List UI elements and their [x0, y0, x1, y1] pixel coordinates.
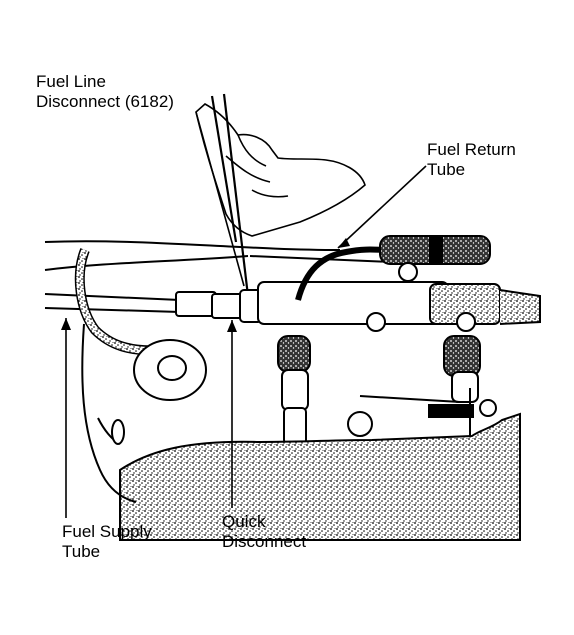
label-fuel-return-tube: Fuel Return Tube	[427, 140, 516, 180]
fuel-injectors	[277, 335, 481, 445]
leader-lines	[65, 111, 427, 518]
mount-bracket	[133, 339, 207, 401]
leader-arrowheads	[61, 238, 350, 332]
label-fuel-line-disconnect: Fuel Line Disconnect (6182)	[36, 72, 174, 112]
pressure-regulator	[379, 235, 491, 282]
label-fuel-supply-tube-line-2: Tube	[62, 542, 101, 561]
label-fuel-line-disconnect-line-1: Fuel Line	[36, 72, 106, 91]
fuel-supply-tube	[44, 289, 263, 323]
engine-block	[119, 412, 521, 541]
label-fuel-supply-tube-line-1: Fuel Supply	[62, 522, 152, 541]
label-fuel-return-tube-line-1: Fuel Return	[427, 140, 516, 159]
label-quick-disconnect: Quick Disconnect	[222, 512, 306, 552]
label-quick-disconnect-line-2: Disconnect	[222, 532, 307, 551]
hand-illustration	[195, 103, 366, 237]
fuel-rail	[257, 281, 541, 332]
label-fuel-return-tube-line-2: Tube	[427, 160, 466, 179]
label-quick-disconnect-line-1: Quick	[222, 512, 266, 531]
label-fuel-line-disconnect-line-2: Disconnect (6182)	[36, 92, 174, 111]
intake-outline	[81, 323, 137, 503]
fuel-return-tube	[295, 246, 387, 301]
disconnect-tool	[210, 93, 250, 297]
label-fuel-supply-tube: Fuel Supply Tube	[62, 522, 152, 562]
